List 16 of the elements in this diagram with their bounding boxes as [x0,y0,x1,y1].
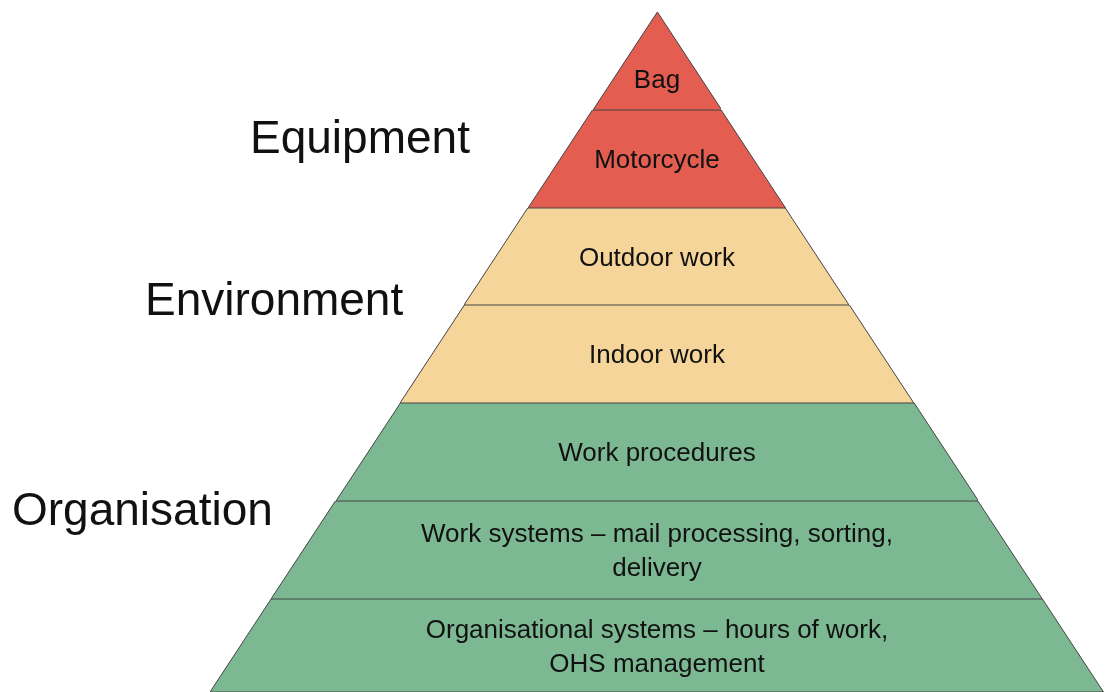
pyramid-tier [464,208,850,305]
pyramid-tier [210,599,1104,692]
tier-label: Motorcycle [593,143,721,176]
category-label: Equipment [250,110,470,164]
tier-label: Work systems – mail processing, sorting, delivery [420,517,894,584]
pyramid-tier [271,501,1043,599]
category-label: Environment [145,272,404,326]
tier-label: Organisational systems – hours of work, OHS management [424,612,890,680]
tier-label: Indoor work [588,338,726,371]
pyramid-tier [528,110,786,208]
pyramid-tier [592,12,722,110]
tier-label: Bag [632,63,682,96]
tier-label: Work procedures [557,436,757,469]
category-label: Organisation [12,482,273,536]
tier-label: Outdoor work [577,240,736,274]
pyramid-tier [335,403,979,501]
